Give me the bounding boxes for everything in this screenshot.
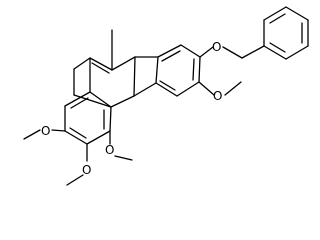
bond [263,6,287,21]
bond-double-inner [192,58,195,81]
methoxy-c5 [109,130,133,161]
bond [157,44,182,58]
bond [66,174,84,186]
bond [86,130,111,145]
bond [224,81,242,96]
methoxy-c3 [198,81,242,96]
bond [176,81,200,97]
bond [110,95,135,108]
bond [198,81,215,96]
bond [51,129,66,132]
bond [114,155,133,161]
bond [89,57,113,71]
bond [111,56,136,71]
bond-double-inner [159,80,176,91]
ring-a [155,44,201,97]
chemical-structure-diagram: O O O O O [23,6,309,186]
benzyloxy-group [199,6,309,60]
methoxy-c6 [66,143,88,186]
bond [109,106,112,132]
bond [155,82,178,97]
bond-double-inner [161,50,181,62]
bond [285,45,309,60]
bond [285,6,309,21]
bond [199,46,214,58]
oxygen-atom-label: O [82,163,91,177]
bond [133,56,136,97]
oxygen-atom-label: O [213,89,222,103]
bond [155,56,159,84]
bond [23,129,41,140]
bond [73,57,91,70]
bond [180,44,201,58]
bond [64,130,88,145]
oxygen-atom-label: O [212,40,221,54]
bond [89,91,112,108]
methoxy-c7 [23,129,66,140]
bond [241,45,265,59]
bond [198,56,201,83]
bond [133,82,157,97]
bond [222,46,243,59]
bond-double-inner [70,97,89,109]
bond-double-inner [269,13,286,24]
bond-double-inner [69,127,87,139]
oxygen-atom-label: O [41,124,50,138]
oxygen-atom-label: O [105,143,114,157]
bond-double-inner [269,42,286,53]
bond [263,45,287,60]
bond-double-inner [91,62,110,74]
bond [73,94,112,108]
bond [64,91,91,107]
ring-c [64,57,112,145]
